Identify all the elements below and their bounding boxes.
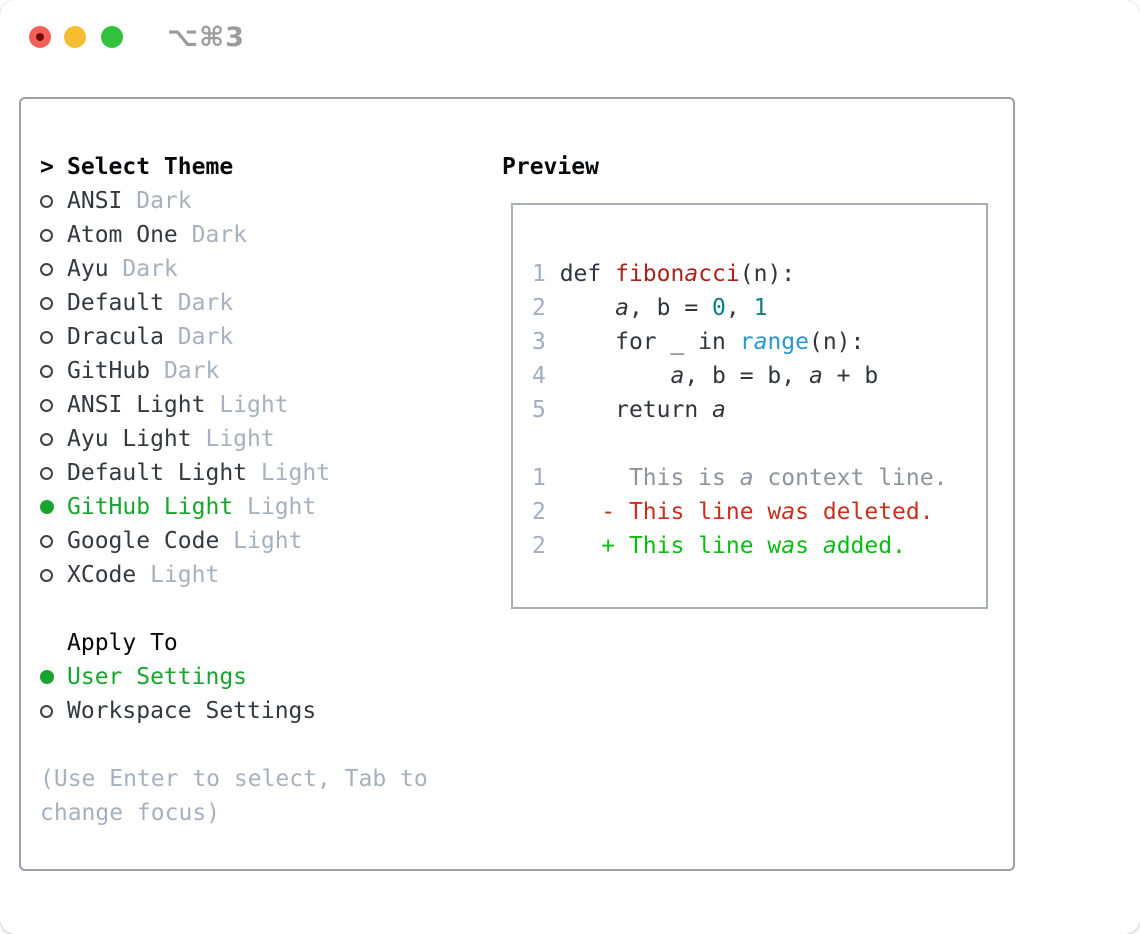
radio-icon <box>40 194 53 208</box>
theme-name: Atom One <box>67 222 178 248</box>
theme-variant-badge: Light <box>219 528 303 554</box>
close-button[interactable] <box>29 26 51 48</box>
theme-variant-badge: Light <box>247 460 331 486</box>
theme-option-github-light[interactable]: GitHub Light Light <box>40 490 490 524</box>
theme-variant-badge: Light <box>233 494 317 520</box>
theme-option-google-code[interactable]: Google Code Light <box>40 524 490 558</box>
prompt-caret-icon: > <box>40 154 54 180</box>
blank-line <box>532 427 986 461</box>
theme-name: Dracula <box>67 324 164 350</box>
theme-option-atom-one[interactable]: Atom One Dark <box>40 218 490 252</box>
theme-name: XCode <box>67 562 137 588</box>
select-theme-header: > Select Theme <box>40 150 490 184</box>
theme-variant-badge: Dark <box>163 324 234 350</box>
keyboard-hint-text: (Use Enter to select, Tab to change focu… <box>40 766 428 826</box>
theme-name: ANSI Light <box>67 392 206 418</box>
theme-option-xcode[interactable]: XCode Light <box>40 558 490 592</box>
theme-name: Default <box>67 290 164 316</box>
theme-name: ANSI <box>67 188 123 214</box>
diff-added-line: 2 + This line was added. <box>532 533 906 559</box>
diff-context-line: 1 This is a context line. <box>532 465 948 491</box>
apply-option-workspace-settings[interactable]: Workspace Settings <box>40 694 490 728</box>
theme-option-github[interactable]: GitHub Dark <box>40 354 490 388</box>
zoom-button[interactable] <box>101 26 123 48</box>
radio-icon <box>40 432 53 446</box>
theme-variant-badge: Dark <box>108 256 178 282</box>
apply-to-header: Apply To <box>40 626 490 660</box>
theme-name: GitHub Light <box>67 494 234 520</box>
preview-code-box: 1 def fibonacci(n): 2 a, b = 0, 1 3 for _ … <box>511 203 988 609</box>
theme-variant-badge: Dark <box>150 358 220 384</box>
apply-option-label: User Settings <box>67 664 248 690</box>
radio-icon <box>40 704 53 718</box>
radio-icon <box>40 228 53 242</box>
radio-icon <box>40 296 53 310</box>
radio-icon <box>40 262 53 276</box>
code-line: 1 def fibonacci(n): <box>532 261 796 287</box>
preview-lines: 1 def fibonacci(n): 2 a, b = 0, 1 3 for _ … <box>532 257 986 563</box>
theme-variant-badge: Dark <box>163 290 234 316</box>
theme-name: Ayu <box>67 256 109 282</box>
theme-option-default[interactable]: Default Dark <box>40 286 490 320</box>
code-line: 5 return a <box>532 397 726 423</box>
theme-option-ansi[interactable]: ANSI Dark <box>40 184 490 218</box>
theme-name: GitHub <box>67 358 151 384</box>
theme-option-ayu[interactable]: Ayu Dark <box>40 252 490 286</box>
theme-name: Google Code <box>67 528 220 554</box>
code-line: 4 a, b = b, a + b <box>532 363 879 389</box>
code-line: 2 a, b = 0, 1 <box>532 295 768 321</box>
select-theme-title: Select Theme <box>67 154 234 180</box>
preview-title: Preview <box>502 154 599 180</box>
radio-icon <box>40 534 53 548</box>
selected-radio-icon <box>40 500 54 514</box>
theme-name: Default Light <box>67 460 248 486</box>
theme-variant-badge: Light <box>205 392 289 418</box>
diff-deleted-line: 2 - This line was deleted. <box>532 499 934 525</box>
theme-option-dracula[interactable]: Dracula Dark <box>40 320 490 354</box>
theme-name: Ayu Light <box>67 426 192 452</box>
minimize-button[interactable] <box>64 26 86 48</box>
code-line: 3 for _ in range(n): <box>532 329 865 355</box>
theme-option-ayu-light[interactable]: Ayu Light Light <box>40 422 490 456</box>
theme-variant-badge: Dark <box>122 188 192 214</box>
radio-icon <box>40 568 53 582</box>
radio-icon <box>40 466 53 480</box>
radio-icon <box>40 364 53 378</box>
theme-variant-badge: Dark <box>177 222 248 248</box>
window-titlebar: ⌥⌘3 <box>0 0 1140 72</box>
radio-icon <box>40 330 53 344</box>
selected-radio-icon <box>40 670 54 684</box>
theme-variant-badge: Light <box>191 426 275 452</box>
theme-option-default-light[interactable]: Default Light Light <box>40 456 490 490</box>
theme-option-ansi-light[interactable]: ANSI Light Light <box>40 388 490 422</box>
window-title-shortcut: ⌥⌘3 <box>167 22 245 53</box>
apply-to-title: Apply To <box>67 630 178 656</box>
theme-variant-badge: Light <box>136 562 220 588</box>
spacer <box>40 592 490 626</box>
radio-icon <box>40 398 53 412</box>
apply-option-label: Workspace Settings <box>67 698 317 724</box>
apply-option-user-settings[interactable]: User Settings <box>40 660 490 694</box>
